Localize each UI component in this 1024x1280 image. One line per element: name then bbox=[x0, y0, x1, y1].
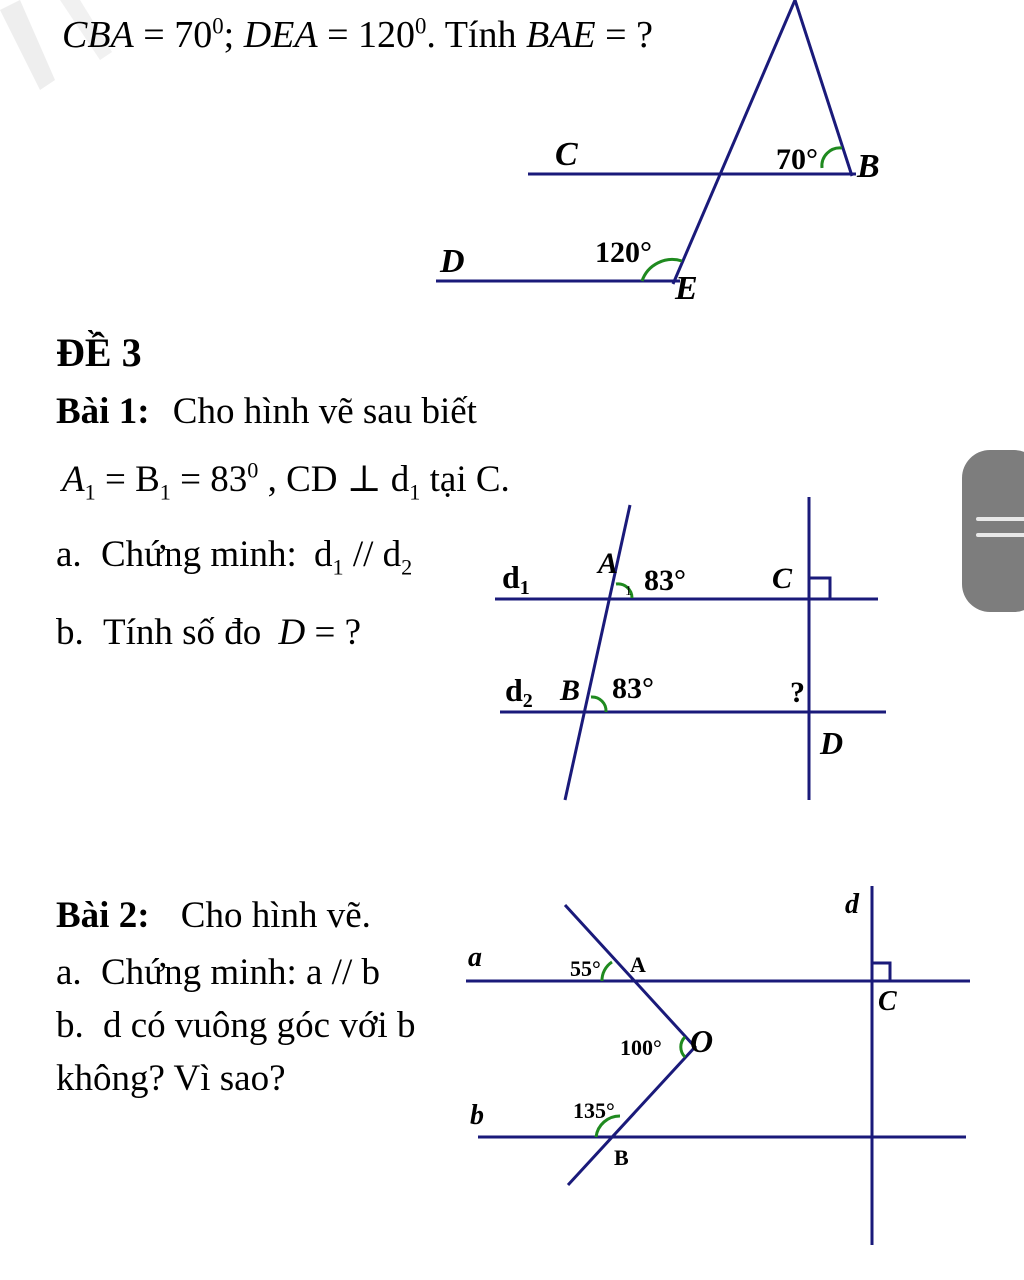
bai1-title: Bài 1: bbox=[56, 391, 150, 432]
bai2-part-b-line2: không? Vì sao? bbox=[56, 1058, 286, 1099]
label-a: a bbox=[468, 942, 482, 973]
label-angle-E: 120° bbox=[595, 236, 652, 269]
bai2-heading: Bài 2: Cho hình vẽ. bbox=[56, 897, 371, 934]
transversal-AB bbox=[563, 504, 632, 801]
label-B: B bbox=[614, 1145, 629, 1170]
label-C: C bbox=[555, 136, 578, 173]
arc-angle-A bbox=[600, 960, 613, 982]
top-figure: C B D E 70° 120° bbox=[436, 0, 880, 307]
label-D: D bbox=[819, 725, 843, 761]
label-C: C bbox=[772, 562, 793, 595]
ray-A-O-B bbox=[563, 903, 698, 1187]
arc-angle-B bbox=[594, 1114, 621, 1138]
segment-AB bbox=[793, 0, 854, 177]
label-B: B bbox=[559, 674, 580, 707]
scroll-grip-line bbox=[976, 517, 1024, 521]
arc-angle-E bbox=[640, 257, 683, 282]
arc-angle-O bbox=[679, 1035, 687, 1059]
bai2-intro: Cho hình vẽ. bbox=[180, 895, 371, 936]
arc-angle-B1 bbox=[590, 695, 608, 713]
arc-angle-A bbox=[615, 582, 634, 599]
label-angle-B: 70° bbox=[776, 143, 818, 176]
scroll-handle[interactable] bbox=[962, 450, 1024, 612]
watermark-corner bbox=[0, 0, 112, 90]
label-A: A bbox=[596, 547, 618, 580]
right-angle-C bbox=[872, 961, 892, 981]
top-problem-statement: CBA = 700; DEA = 1200. Tính BAE = ? bbox=[62, 13, 653, 56]
label-angle-O: 100° bbox=[620, 1035, 662, 1060]
label-angle-B: 135° bbox=[573, 1098, 615, 1123]
label-mark-1: 1 bbox=[625, 584, 632, 599]
bai2-part-b: b. d có vuông góc với b bbox=[56, 1005, 416, 1046]
section-title: ĐỀ 3 bbox=[56, 330, 142, 375]
arc-angle-B bbox=[820, 146, 843, 169]
label-angle-A: 55° bbox=[570, 956, 601, 981]
label-O: O bbox=[690, 1023, 713, 1059]
bai1-part-b: b. Tính số đo D = ? bbox=[56, 612, 362, 653]
label-E: E bbox=[674, 270, 698, 307]
label-d1: d1 bbox=[502, 559, 530, 599]
scroll-grip-line bbox=[976, 533, 1024, 537]
bai1-given: A1 = B1 = 830 , CD ⊥ d1 tại C. bbox=[62, 457, 510, 505]
label-C: C bbox=[878, 986, 897, 1017]
label-d2: d2 bbox=[505, 672, 533, 712]
bai2-part-a: a. Chứng minh: a // b bbox=[56, 952, 380, 993]
transversal-AE bbox=[671, 0, 797, 285]
bai1-heading: Bài 1: Cho hình vẽ sau biết bbox=[56, 393, 477, 430]
right-angle-C bbox=[809, 576, 832, 599]
label-d: d bbox=[845, 889, 860, 920]
label-A: A bbox=[630, 952, 646, 977]
bai1-part-a: a. Chứng minh: d1 // d2 bbox=[56, 534, 413, 580]
bai2-title: Bài 2: bbox=[56, 895, 150, 936]
label-B: B bbox=[856, 148, 880, 185]
label-D: D bbox=[439, 243, 465, 280]
bai1-intro: Cho hình vẽ sau biết bbox=[172, 391, 477, 432]
label-question: ? bbox=[790, 676, 805, 709]
label-angle-A: 83° bbox=[644, 564, 686, 597]
label-angle-B: 83° bbox=[612, 672, 654, 705]
label-b: b bbox=[470, 1100, 484, 1131]
